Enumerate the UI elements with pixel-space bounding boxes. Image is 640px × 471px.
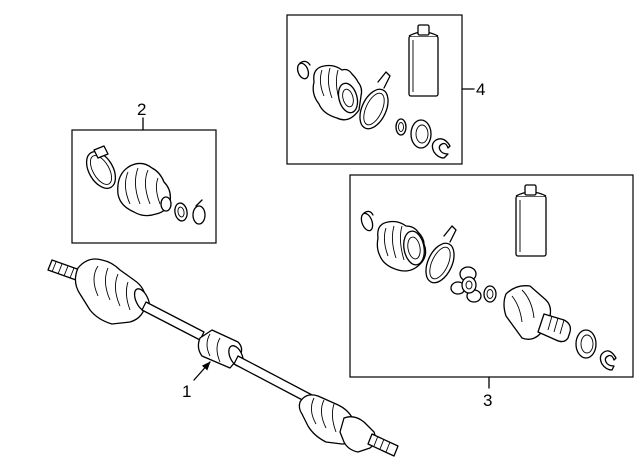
outer-boot-kit-box bbox=[71, 129, 217, 244]
grease-bottle-part bbox=[408, 24, 439, 97]
axle-shaft-assembly bbox=[47, 258, 399, 457]
joint-snap-ring-part bbox=[483, 285, 497, 303]
callout-3: 3 bbox=[483, 391, 492, 410]
joint-small-clamp-part bbox=[360, 210, 374, 232]
axle-inner-cv-joint bbox=[298, 394, 399, 457]
outer-boot-part bbox=[117, 162, 172, 217]
joint-boot-part bbox=[376, 220, 427, 272]
small-ring-part bbox=[395, 118, 407, 136]
joint-large-clamp-part bbox=[425, 225, 457, 284]
callout-1: 1 bbox=[182, 382, 191, 401]
joint-circlip-part bbox=[599, 350, 617, 371]
inner-boot-part bbox=[312, 64, 363, 121]
axle-shaft-upper bbox=[141, 301, 205, 341]
tripod-spider-part bbox=[450, 266, 482, 303]
outer-boot-kit-group bbox=[71, 117, 217, 244]
axle-shaft-lower bbox=[233, 355, 315, 405]
inner-boot-kit-group bbox=[286, 14, 475, 165]
snap-ring-part bbox=[431, 138, 451, 159]
joint-housing-part bbox=[503, 285, 572, 343]
callout-2: 2 bbox=[137, 100, 146, 119]
outer-snap-ring-part bbox=[192, 199, 206, 225]
callout-leader-1 bbox=[193, 361, 211, 381]
small-clamp-part bbox=[296, 60, 311, 80]
axle-outer-cv-joint bbox=[74, 258, 151, 325]
inner-joint-kit-box bbox=[349, 174, 634, 378]
large-clamp-part bbox=[359, 71, 391, 130]
callout-4: 4 bbox=[476, 80, 485, 99]
outer-large-clamp-part bbox=[85, 145, 117, 189]
outer-small-clamp-part bbox=[174, 202, 188, 222]
joint-seal-part bbox=[575, 329, 597, 359]
inner-joint-kit-group bbox=[349, 174, 634, 389]
joint-grease-bottle-part bbox=[515, 184, 547, 257]
seal-ring-part bbox=[410, 119, 432, 149]
